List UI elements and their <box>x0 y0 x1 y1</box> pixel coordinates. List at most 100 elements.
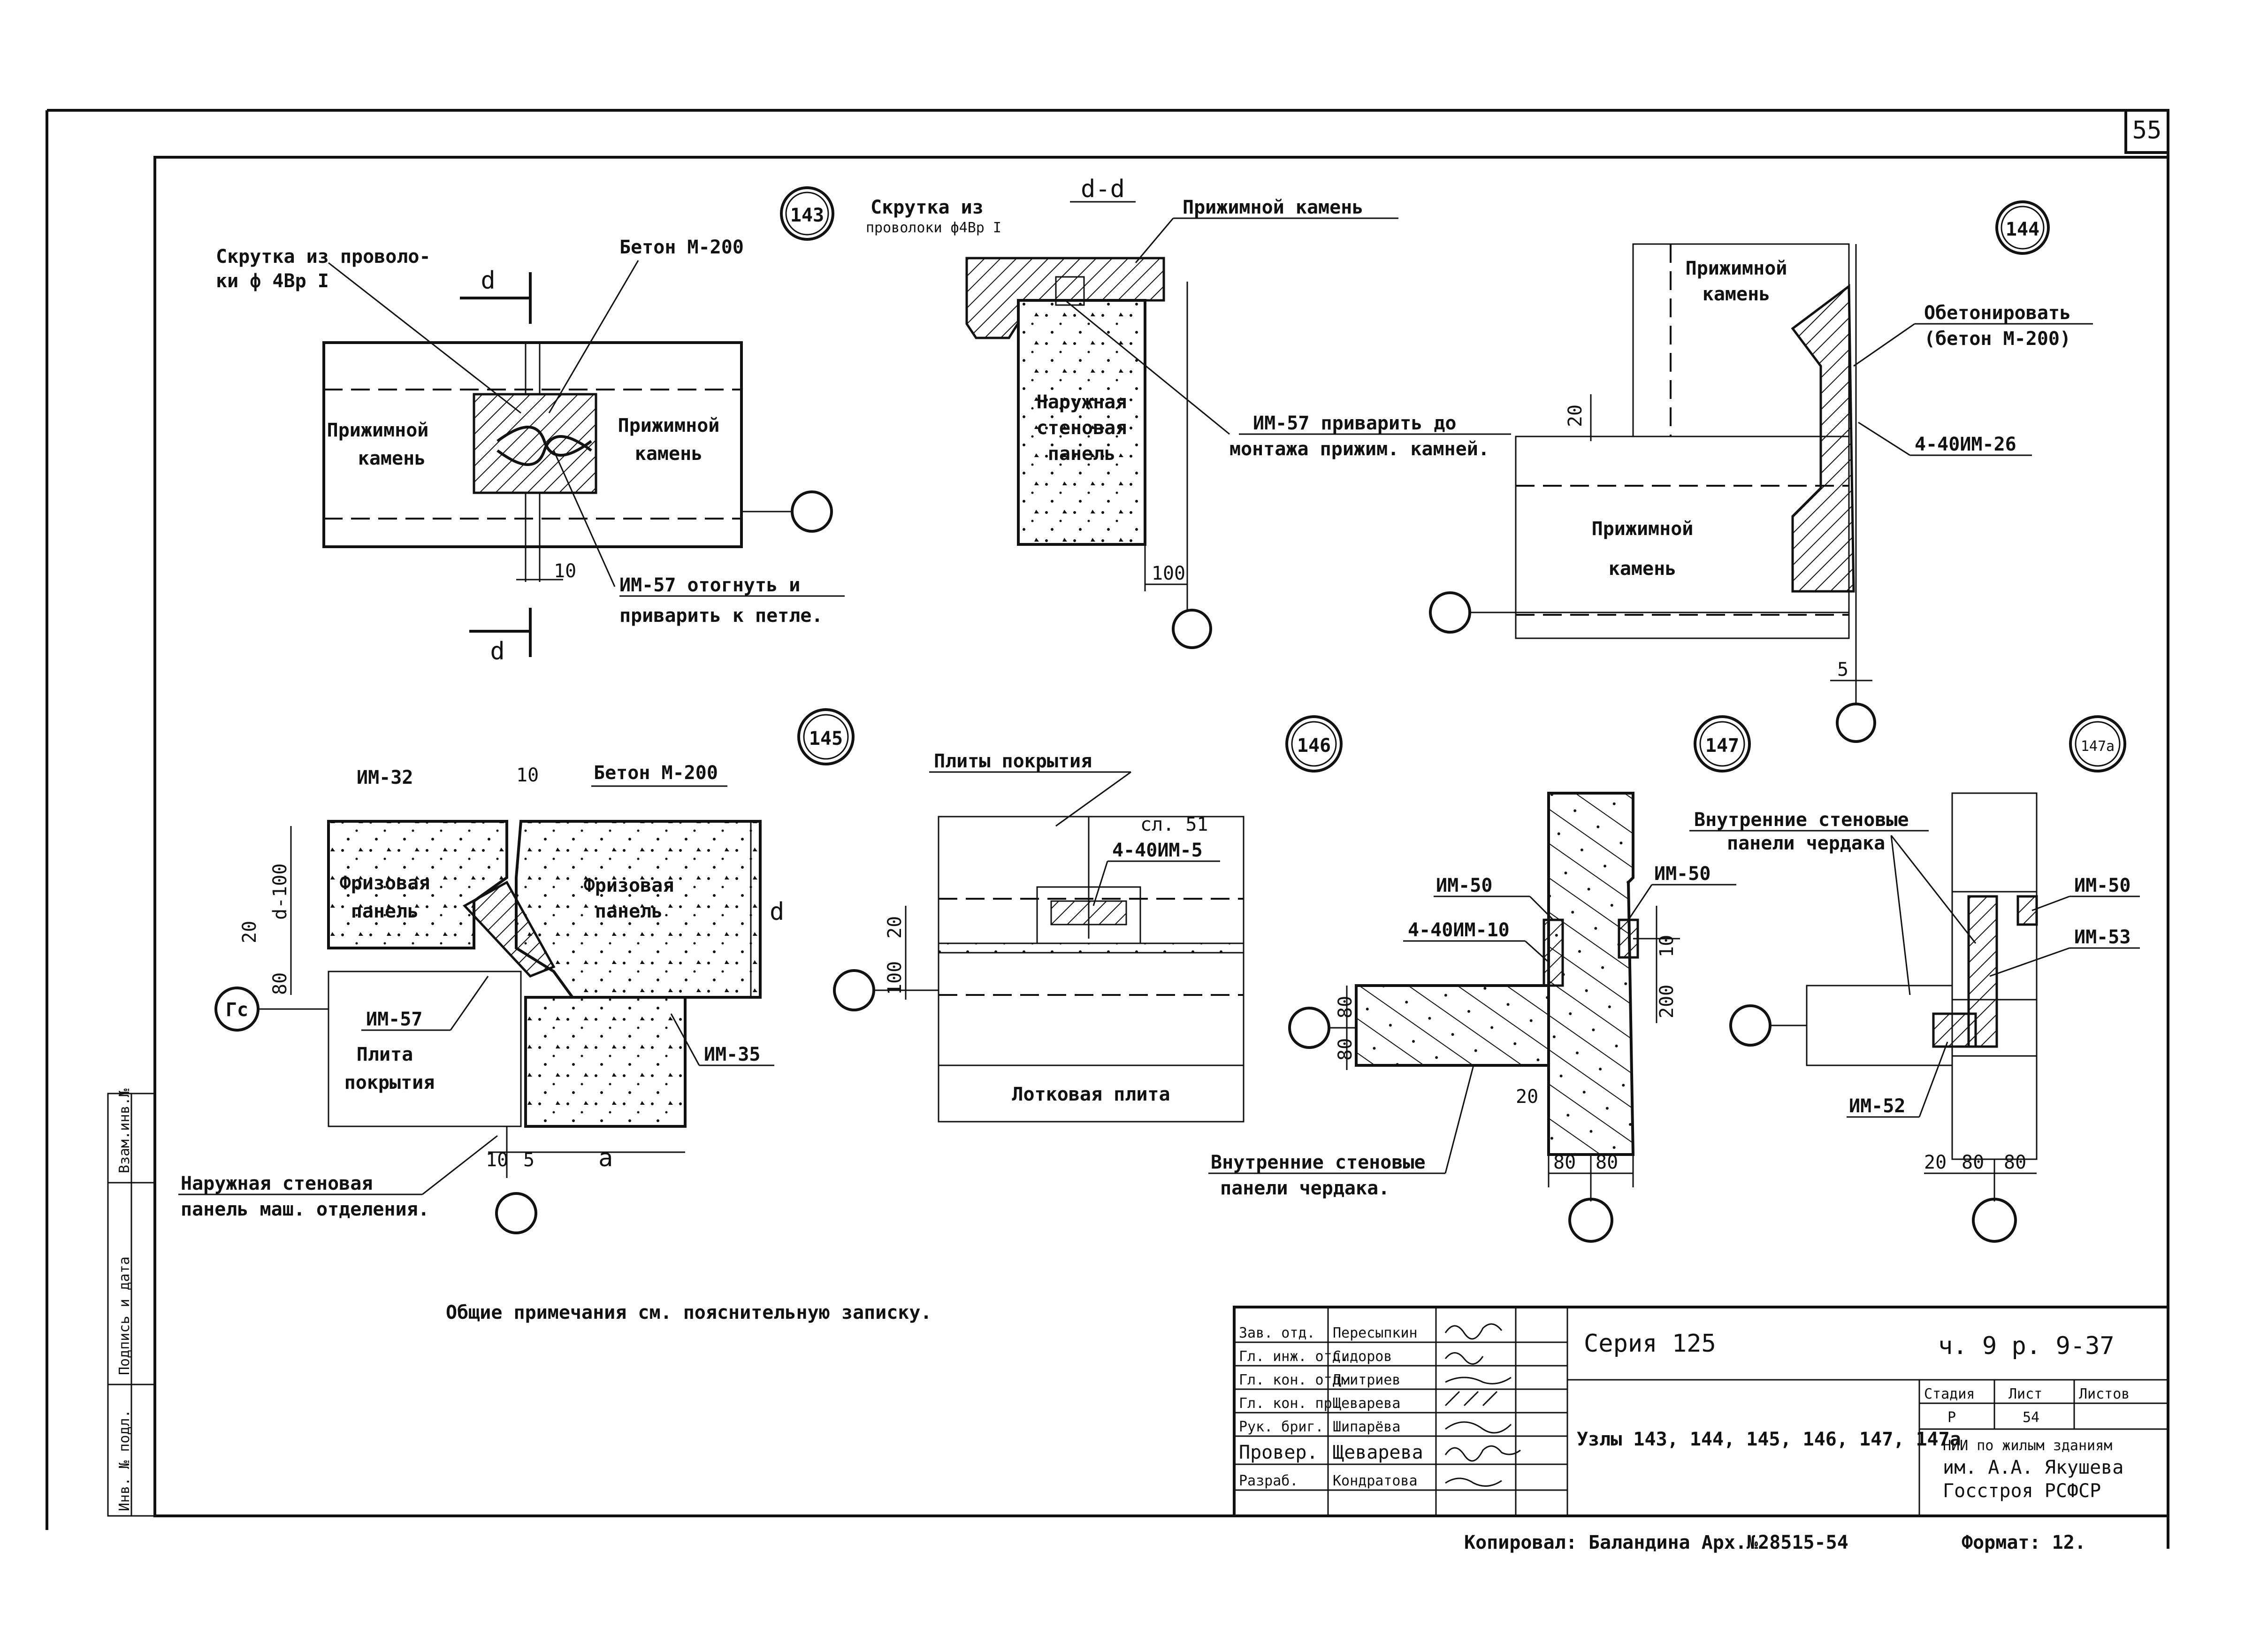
node-147a-badge <box>2069 715 2126 772</box>
wall-note-145-a: Наружная стеновая <box>181 1173 373 1194</box>
part-144: 4-40ИМ-26 <box>1915 434 2016 455</box>
node-147: 147 ИМ-50 ИМ-50 4-40ИМ-10 10 200 80 80 2… <box>1208 715 1751 1243</box>
node-145-number: 145 <box>809 728 843 750</box>
dim-20-146: 20 <box>884 916 906 939</box>
axis-bubble-147a-left <box>1729 1004 1772 1047</box>
name-0: Пересыпкин <box>1333 1325 1418 1341</box>
org-line-2: им. А.А. Якушева <box>1943 1457 2123 1478</box>
im57-note-143-b: приварить к петле. <box>619 605 823 627</box>
im50-147a: ИМ-50 <box>2074 875 2130 896</box>
twist-label-dd-b: проволоки ф4Вр I <box>866 220 1001 236</box>
role-1: Гл. инж. отд. <box>1239 1348 1349 1365</box>
dim-80-145: 80 <box>269 972 291 995</box>
role-6: Разраб. <box>1239 1473 1298 1489</box>
frieze-right-a: Фризовая <box>584 875 674 896</box>
im57-145: ИМ-57 <box>366 1009 422 1030</box>
part-147: 4-40ИМ-10 <box>1408 919 1510 941</box>
inv-podl-label: Инв. № подл. <box>116 1409 133 1511</box>
axis-bubble-144-left <box>1429 591 1471 634</box>
dim-20-147: 20 <box>1516 1086 1538 1108</box>
vzam-inv-label: Взам.инв.№ <box>116 1088 133 1173</box>
general-note: Общие примечания см. пояснительную запис… <box>446 1302 932 1323</box>
node-146-badge <box>1285 715 1343 772</box>
dim-d100-145: d-100 <box>269 864 291 920</box>
org-line-1: НИИ по жилым зданиям <box>1943 1438 2112 1454</box>
im53-147a: ИМ-53 <box>2074 926 2130 948</box>
stage-header: Стадия <box>1924 1386 1975 1402</box>
axis-bubble-146 <box>833 969 875 1011</box>
twist-label-143-b: ки ф 4Вр I <box>216 270 329 292</box>
dim-10-145-top: 10 <box>516 765 539 786</box>
dim-80d-147: 80 <box>1596 1152 1618 1173</box>
stone-bottom-144-b: камень <box>1609 558 1677 580</box>
org-line-3: Госстроя РСФСР <box>1943 1480 2101 1502</box>
slabs-label-146: Плиты покрытия <box>934 750 1092 772</box>
im35-145: ИМ-35 <box>704 1044 760 1065</box>
role-4: Рук. бриг. <box>1239 1419 1324 1435</box>
axis-label-gc: Гс <box>226 999 248 1021</box>
im50-147-right: ИМ-50 <box>1654 863 1710 885</box>
dim-d-145: d <box>770 898 784 926</box>
node-144-badge <box>1995 200 2050 255</box>
name-3: Щеварева <box>1333 1395 1401 1412</box>
panel-dd-c: панель <box>1048 443 1116 465</box>
sheet-header: Лист <box>2008 1386 2042 1402</box>
page-number: 55 <box>2132 116 2162 145</box>
dim-80c-147: 80 <box>1553 1152 1576 1173</box>
concrete-label-143: Бетон М-200 <box>619 237 744 258</box>
concrete-label-145: Бетон М-200 <box>594 762 718 784</box>
dim-100-146: 100 <box>884 961 906 995</box>
node-143: 143 Скрутка из проволо- ки ф 4Вр I Бетон… <box>216 186 845 665</box>
copied-by: Копировал: Баландина Арх.№28515-54 <box>1464 1532 1848 1553</box>
panel-dd-a: Наружная <box>1037 391 1127 413</box>
im57-note-dd-b: монтажа прижим. камней. <box>1229 438 1489 460</box>
name-6: Кондратова <box>1333 1473 1418 1489</box>
note-147a-b: панели чердака <box>1727 833 1885 854</box>
role-0: Зав. отд. <box>1239 1325 1315 1341</box>
axis-bubble-145-bottom <box>495 1192 537 1234</box>
role-2: Гл. кон. отд. <box>1239 1372 1349 1388</box>
dim-20-147a: 20 <box>1924 1152 1947 1173</box>
sheet-code: ч. 9 р. 9-37 <box>1938 1332 2115 1360</box>
stone-top-144-b: камень <box>1703 283 1771 305</box>
title-block: Зав. отд. Гл. инж. отд. Гл. кон. отд. Гл… <box>1233 1306 2169 1517</box>
node-147a-number: 147а <box>2081 738 2115 755</box>
slab-145-b: покрытия <box>344 1072 435 1094</box>
dim-200-147: 200 <box>1656 985 1678 1018</box>
note-147-a: Внутренние стеновые <box>1211 1152 1426 1173</box>
node-145-badge <box>797 708 855 765</box>
axis-bubble-143 <box>791 490 833 533</box>
note-147a-a: Внутренние стеновые <box>1694 809 1909 831</box>
series-label: Серия 125 <box>1584 1330 1716 1358</box>
handwritten-146: сл. 51 <box>1140 814 1208 835</box>
dim-80b-147a: 80 <box>2004 1152 2026 1173</box>
stone-right-143-b: камень <box>635 443 703 465</box>
name-5: Щеварева <box>1333 1442 1423 1463</box>
slab-145-a: Плита <box>357 1044 413 1065</box>
section-dd-title: d-d <box>1081 175 1125 203</box>
stone-left-143-b: камень <box>358 448 426 469</box>
frieze-left-a: Фризовая <box>340 872 430 894</box>
node-143-badge <box>780 186 834 241</box>
name-1: Сидоров <box>1333 1348 1392 1365</box>
dim-100-dd: 100 <box>1152 563 1185 584</box>
im50-147-left: ИМ-50 <box>1436 875 1492 896</box>
signature-date-label: Подпись и дата <box>116 1256 133 1375</box>
section-dd: d-d Скрутка из проволоки ф4Вр I Прижимно… <box>866 175 1511 649</box>
axis-bubble-147-bottom <box>1568 1198 1613 1243</box>
node-147-number: 147 <box>1705 735 1739 757</box>
dim-5-144: 5 <box>1837 659 1848 681</box>
nodes-title: Узлы 143, 144, 145, 146, 147, 147а <box>1577 1429 1961 1450</box>
signatures <box>1444 1323 1521 1487</box>
node-147a: 147а Внутренние стеновые панели чердака … <box>1689 715 2140 1243</box>
sheets-header: Листов <box>2079 1386 2130 1402</box>
dim-10-145-bottom: 10 <box>486 1149 508 1171</box>
axis-bubble-147-left <box>1288 1007 1330 1049</box>
node-147-badge <box>1694 715 1751 772</box>
sheet-frame: 55 <box>46 109 2169 1549</box>
im57-note-dd-a: ИМ-57 приварить до <box>1253 413 1456 434</box>
dim-20-145: 20 <box>239 921 260 943</box>
stone-left-143-a: Прижимной <box>327 420 429 441</box>
axis-bubble-144-bottom <box>1836 703 1876 743</box>
im57-note-143-a: ИМ-57 отогнуть и <box>619 574 800 596</box>
